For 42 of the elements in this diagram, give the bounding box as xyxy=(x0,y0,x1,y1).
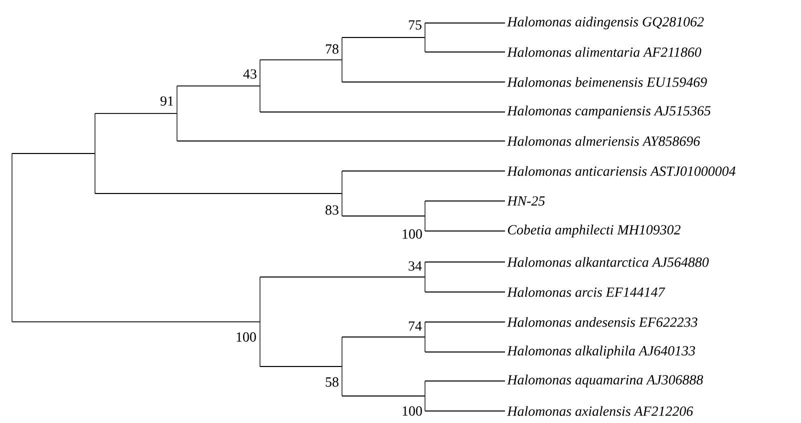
bootstrap-value: 34 xyxy=(408,261,422,271)
tree-branch xyxy=(424,410,506,412)
tree-branch xyxy=(260,366,342,367)
bootstrap-value: 78 xyxy=(326,44,338,54)
taxon-label: Halomonas anticariensis ASTJ01000004 xyxy=(507,166,736,176)
tree-branch xyxy=(342,170,506,172)
tree-branch xyxy=(12,321,260,322)
tree-branch xyxy=(424,200,506,202)
bootstrap-value: 100 xyxy=(402,406,422,416)
bootstrap-value: 91 xyxy=(160,96,174,106)
tree-branch xyxy=(260,59,342,60)
taxon-label: Cobetia amphilecti MH109302 xyxy=(508,224,680,238)
tree-branch xyxy=(342,336,426,338)
tree-branch xyxy=(424,230,506,232)
bootstrap-value: 43 xyxy=(243,69,256,79)
bootstrap-value: 75 xyxy=(408,20,422,30)
taxon-label: Halomonas alimentaria AF211860 xyxy=(507,47,702,57)
taxon-label: Halomonas alkaliphila AJ640133 xyxy=(507,346,696,358)
tree-branch xyxy=(424,22,506,24)
tree-branch xyxy=(94,112,178,114)
tree-branch xyxy=(176,140,506,142)
tree-branch xyxy=(94,193,342,194)
tree-branch xyxy=(424,380,506,382)
taxon-label: Halomonas arcis EF144147 xyxy=(507,287,666,297)
tree-branch xyxy=(342,37,426,38)
taxon-label: Halomonas aquamarina AJ306888 xyxy=(507,374,704,388)
bootstrap-value: 58 xyxy=(326,377,338,387)
taxon-label: HN-25 xyxy=(507,196,545,206)
taxon-label: Halomonas alkantarctica AJ564880 xyxy=(507,257,709,267)
tree-branch xyxy=(176,85,260,86)
tree-branch xyxy=(12,153,96,154)
taxon-label: Halomonas beimenensis EU159469 xyxy=(507,77,707,87)
tree-branch xyxy=(260,276,426,278)
taxon-label: Halomonas andesensis EF622233 xyxy=(507,317,698,327)
bootstrap-value: 83 xyxy=(326,205,338,215)
taxon-label: Halomonas almeriensis AY858696 xyxy=(507,136,700,146)
bootstrap-value: 74 xyxy=(408,321,422,331)
taxon-label: Halomonas axialensis AF212206 xyxy=(507,406,694,416)
bootstrap-value: 100 xyxy=(402,229,422,239)
taxon-label: Halomonas campaniensis AJ515365 xyxy=(507,106,711,118)
taxon-label: Halomonas aidingensis GQ281062 xyxy=(507,16,704,30)
bootstrap-value: 100 xyxy=(236,332,256,342)
